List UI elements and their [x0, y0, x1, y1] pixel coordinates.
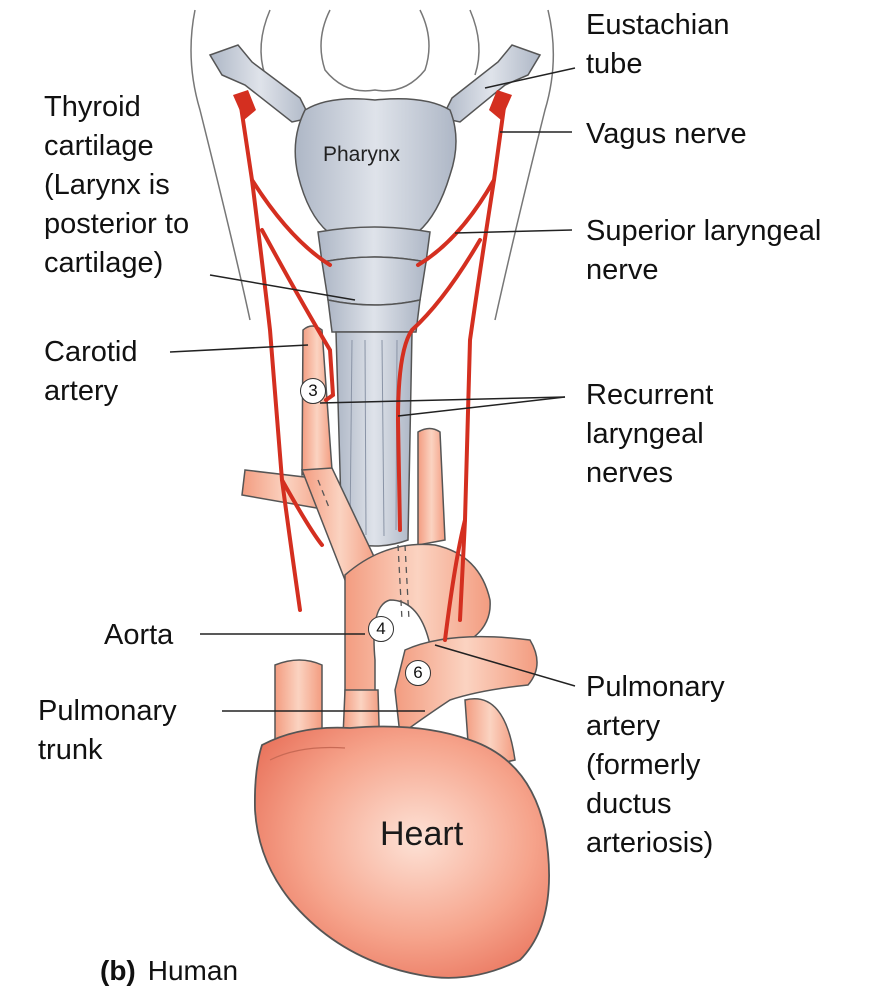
label-recurrent-laryngeal-nerves: Recurrent laryngeal nerves: [586, 376, 713, 493]
caption-text: Human: [148, 955, 238, 986]
caption-letter: (b): [100, 955, 136, 986]
label-carotid-artery: Carotid artery: [44, 333, 138, 411]
larynx: [318, 227, 430, 332]
arch-number-4: 4: [368, 616, 394, 642]
label-thyroid-cartilage: Thyroid cartilage (Larynx is posterior t…: [44, 88, 189, 283]
label-aorta: Aorta: [104, 616, 173, 655]
label-heart: Heart: [380, 815, 463, 854]
arch-number-6: 6: [405, 660, 431, 686]
label-vagus-nerve: Vagus nerve: [586, 115, 747, 154]
label-pulmonary-artery: Pulmonary artery (formerly ductus arteri…: [586, 668, 725, 863]
label-pulmonary-trunk: Pulmonary trunk: [38, 692, 177, 770]
label-eustachian-tube: Eustachian tube: [586, 6, 730, 84]
figure-caption: (b) Human: [100, 955, 238, 987]
arch-number-3: 3: [300, 378, 326, 404]
label-pharynx: Pharynx: [323, 143, 400, 167]
label-superior-laryngeal-nerve: Superior laryngeal nerve: [586, 212, 821, 290]
